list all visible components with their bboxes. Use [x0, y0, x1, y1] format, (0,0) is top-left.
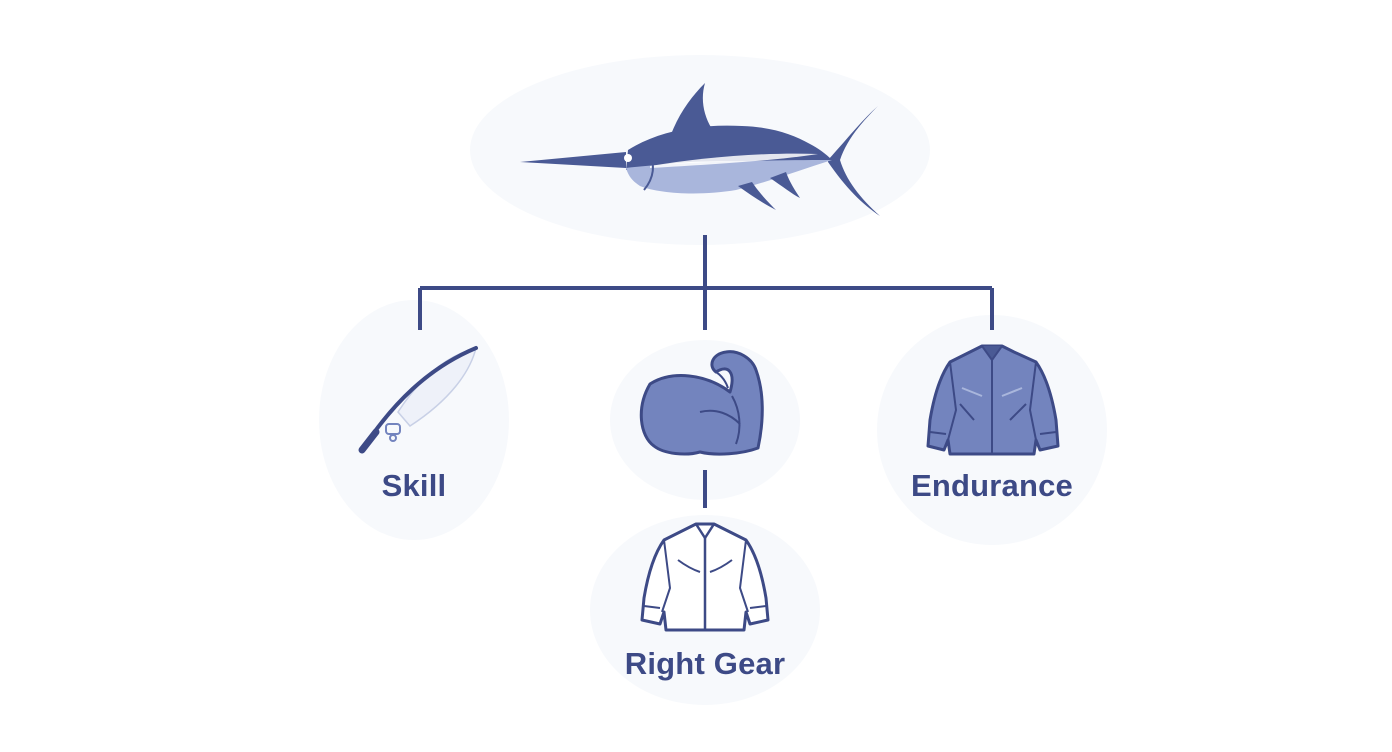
outline-jacket-icon: [640, 522, 770, 632]
filled-jacket-icon: [926, 344, 1060, 456]
fishing-rod-icon: [358, 346, 478, 454]
marlin-icon: [520, 83, 880, 216]
skill-label: Skill: [381, 468, 447, 503]
tree-connectors: [418, 235, 994, 508]
flexed-bicep-icon: [639, 350, 764, 456]
endurance-label: Endurance: [910, 468, 1074, 503]
right-gear-label: Right Gear: [624, 646, 786, 681]
